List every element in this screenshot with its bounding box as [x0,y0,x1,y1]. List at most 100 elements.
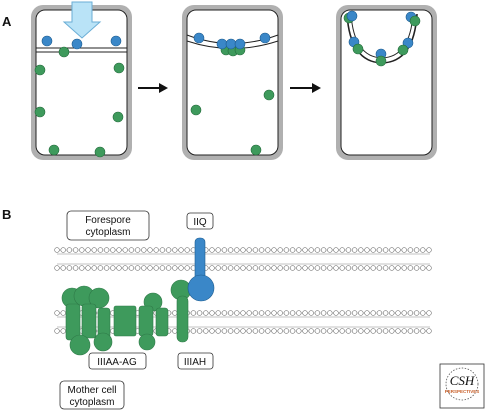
lipid-head [364,310,370,316]
lipid-head [153,247,159,253]
cell-stage-1 [31,1,132,160]
cell-stage-2 [182,5,283,160]
lipid-head [407,310,414,316]
lipid-head [172,328,178,334]
lipid-head [209,265,215,271]
lipid-head [426,247,432,253]
lipid-head [376,247,383,253]
lipid-head [110,265,116,271]
forespore-label-line1: Forespore [85,215,131,226]
lipid-head [178,247,184,253]
logo-subtitle: PERSPECTIVES [445,389,480,394]
lipid-head [364,328,370,334]
lipid-head [252,247,259,253]
lipid-head [246,265,252,271]
lipid-head [72,247,79,253]
lipid-head [283,265,290,271]
lipid-head [240,310,246,316]
lipid-head [209,328,215,334]
lipid-head [60,310,66,316]
green-protein [409,15,421,27]
lipid-head [376,265,383,271]
lipid-head [265,328,271,334]
green-protein [190,104,202,116]
iiq-label-text: IIQ [193,217,207,228]
lipid-head [165,247,172,253]
lipid-head [227,310,234,316]
lipid-head [314,265,321,271]
lipid-head [134,265,141,271]
lipid-head [413,247,420,253]
lipid-head [234,328,240,334]
lipid-head [271,247,277,253]
lipid-head [184,265,190,271]
lipid-head [413,310,420,316]
lipid-head [345,310,352,316]
lipid-head [128,265,135,271]
lipid-head [172,265,178,271]
green-protein [397,44,409,56]
lipid-head [401,265,407,271]
lipid-head [190,328,197,334]
lipid-head [172,310,178,316]
lipid-head [358,328,364,334]
lipid-head [240,247,246,253]
blue-protein [110,35,122,47]
lipid-head [215,310,221,316]
lipid-head [320,310,327,316]
lipid-head [351,310,358,316]
lipid-head [103,247,110,253]
iiq-protein [187,237,215,302]
lipid-head [364,265,370,271]
lipid-head [246,310,252,316]
lipid-head [333,328,339,334]
lipid-head [389,310,395,316]
lipid-head [339,310,345,316]
lipid-head [351,265,358,271]
panel-a-label: A [2,14,12,29]
lipid-head [190,310,197,316]
panel-b-label: B [2,207,11,222]
lipid-head [116,247,122,253]
green-protein [352,43,364,55]
lipid-head [66,247,73,253]
lipid-head [320,247,327,253]
blue-protein [193,32,205,44]
lipid-head [283,328,290,334]
lipid-head [227,328,234,334]
lipid-head [221,328,228,334]
lipid-head [370,328,376,334]
lipid-head [308,310,314,316]
lipid-head [370,247,376,253]
lipid-head [196,310,203,316]
lipid-head [289,247,296,253]
lipid-head [320,328,327,334]
lipid-head [302,328,308,334]
progression-arrow-icon [138,83,168,93]
blue-protein [225,38,237,50]
csh-perspectives-logo: CSH PERSPECTIVES [439,363,485,409]
lipid-head [333,265,339,271]
lipid-head [426,310,432,316]
lipid-head [271,328,277,334]
lipid-head [389,247,395,253]
lipid-head [91,247,97,253]
lipid-head [240,328,246,334]
lipid-head [66,265,73,271]
lipid-head [407,265,414,271]
iiiah-protein [170,279,192,343]
lipid-head [389,328,395,334]
green-protein [375,55,387,67]
lipid-head [258,265,265,271]
lipid-head [345,328,352,334]
mother-label-line1: Mother cell [68,385,117,396]
lipid-head [413,265,420,271]
lipid-head [128,247,135,253]
progression-arrow-icon [290,83,321,93]
logo-title: CSH [450,373,475,388]
blue-protein [259,32,271,44]
lipid-head [401,328,407,334]
lipid-head [289,328,296,334]
lipid-head [351,247,358,253]
